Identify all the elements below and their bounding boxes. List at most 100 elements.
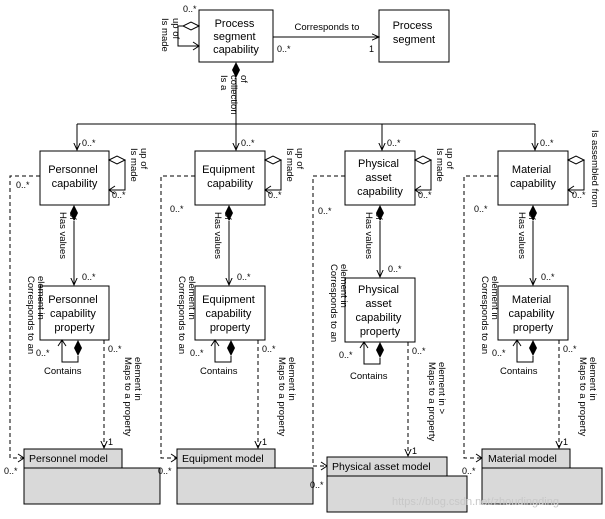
process-segment-capability-label: Process segment capability — [213, 18, 259, 56]
pac-corresponds-label: Corresponds to an element in — [328, 264, 349, 342]
svg-text:element in: element in — [587, 357, 598, 401]
pac-is-made-up-of-label: Is made up of — [434, 148, 455, 182]
pac-self-diamond — [413, 155, 433, 165]
physical-asset-capability-property-box — [344, 277, 416, 343]
svg-text:Maps to a property: Maps to a property — [577, 357, 588, 436]
mult-pc-pcp: 0..* — [82, 272, 96, 282]
mc-corresponds-line — [463, 175, 498, 459]
personnel-capability-property-box — [39, 285, 110, 341]
personnel-capability-property-label: Personnel capability property — [48, 294, 101, 334]
svg-text:Is made: Is made — [434, 148, 445, 182]
equipment-capability-property-box — [194, 285, 266, 341]
ec-self-diamond — [263, 155, 283, 165]
material-capability-box — [497, 150, 569, 206]
svg-text:Corresponds to an: Corresponds to an — [176, 276, 187, 354]
pcp-maps-to-label: Maps to a property element in — [122, 357, 143, 436]
mult-pcp-contains: 0..* — [36, 348, 50, 358]
mult-ec-ecp: 0..* — [237, 272, 251, 282]
mult-ec-model: 0..* — [158, 466, 172, 476]
ec-corresponds-label: Corresponds to an element in — [176, 276, 197, 354]
material-model-body — [481, 467, 603, 505]
svg-text:Maps to a property: Maps to a property — [426, 362, 437, 441]
watermark-text: https://blog.csdn.net/zhoudingding — [392, 496, 559, 508]
material-model-label: Material model — [488, 453, 557, 465]
mult-collection-ec: 0..* — [241, 138, 255, 148]
pac-self-arrowhead — [414, 185, 422, 195]
mult-pac-corresponds: 0..* — [318, 206, 332, 216]
svg-text:element in: element in — [132, 357, 143, 401]
svg-text:Has values: Has values — [363, 212, 374, 259]
pcp-contains-loop — [61, 340, 79, 363]
mult-mcp-maps: 0..* — [563, 344, 577, 354]
ecp-maps-to-label: Maps to a property element in — [276, 357, 297, 436]
svg-text:of: of — [238, 75, 249, 83]
svg-text:of: of — [373, 212, 384, 220]
mult-pac-pacp: 0..* — [388, 264, 402, 274]
mult-pc-corresponds: 0..* — [16, 180, 30, 190]
equipment-model-label: Equipment model — [182, 453, 264, 465]
mult-pacp-maps: 0..* — [412, 346, 426, 356]
mult-mc-corresponds: 0..* — [474, 204, 488, 214]
pacp-contains-loop — [363, 342, 381, 365]
svg-text:Is a: Is a — [218, 75, 229, 91]
pc-self-diamond — [107, 155, 127, 165]
mult-pc-self: 0..* — [112, 190, 126, 200]
mc-corresponds-label: Corresponds to an element in — [479, 276, 500, 354]
svg-text:Is assembled from: Is assembled from — [589, 130, 600, 208]
equipment-capability-box — [194, 150, 266, 206]
personnel-model-body — [23, 467, 161, 505]
ec-has-values-of-label: Has values of — [212, 212, 233, 259]
pc-is-made-up-of-label: Is made up of — [128, 148, 149, 182]
svg-text:of: of — [222, 212, 233, 220]
mult-pac-self: 0..* — [418, 190, 432, 200]
equipment-capability-label: Equipment capability — [202, 164, 258, 190]
mcp-contains-arrowhead — [512, 339, 522, 347]
pcp-contains-arrowhead — [57, 339, 67, 347]
process-segment-label: Process segment — [393, 20, 436, 46]
ecp-contains-diamond — [227, 340, 235, 356]
mult-mcp-contains: 0..* — [492, 348, 506, 358]
mcp-contains-label: Contains — [500, 366, 538, 377]
svg-text:Maps to a property: Maps to a property — [276, 357, 287, 436]
mult-psc-self: 0..* — [183, 4, 197, 14]
mult-pacp-maps-one: 1 — [412, 446, 417, 456]
material-capability-property-label: Material capability property — [509, 294, 558, 334]
svg-text:up of: up of — [294, 148, 305, 169]
personnel-model-label: Personnel model — [29, 453, 108, 465]
material-capability-property-box — [497, 285, 569, 341]
corresponds-to-label: Corresponds to — [295, 22, 360, 33]
mc-is-assembled-from-label: Is assembled from — [589, 130, 600, 208]
mult-collection-pc: 0..* — [82, 138, 96, 148]
svg-text:element in: element in — [35, 276, 46, 320]
mult-mcp-maps-one: 1 — [563, 437, 568, 447]
svg-text:Corresponds to an: Corresponds to an — [479, 276, 490, 354]
material-capability-label: Material capability — [510, 164, 556, 190]
pac-corresponds-line — [312, 175, 345, 467]
mult-ecp-maps-one: 1 — [262, 437, 267, 447]
pacp-maps-to-label: Maps to a property element in > — [426, 362, 447, 441]
ec-corresponds-line — [160, 175, 195, 459]
ecp-contains-label: Contains — [200, 366, 238, 377]
mult-mc-self: 0..* — [572, 190, 586, 200]
svg-text:Has values: Has values — [57, 212, 68, 259]
psc-self-arrowhead — [192, 41, 200, 51]
physical-asset-capability-property-label: Physical asset capability property — [356, 284, 405, 338]
svg-text:up of: up of — [138, 148, 149, 169]
mult-pcp-maps-one: 1 — [108, 437, 113, 447]
mult-mc-model: 0..* — [462, 466, 476, 476]
psc-self-aggregation-diamond — [181, 21, 201, 31]
mult-pcp-maps: 0..* — [108, 344, 122, 354]
pc-corresponds-label: Corresponds to an element in — [25, 276, 46, 354]
mc-self-arrowhead — [567, 185, 575, 195]
svg-text:element in: element in — [338, 264, 349, 308]
psc-composition-diamond — [232, 62, 240, 78]
mult-ecp-contains: 0..* — [190, 348, 204, 358]
svg-text:up of: up of — [170, 18, 181, 39]
svg-text:of: of — [67, 212, 78, 220]
svg-text:of: of — [526, 212, 537, 220]
mcp-contains-diamond — [529, 340, 537, 356]
process-segment-capability-box — [198, 9, 274, 63]
ec-self-arrowhead — [264, 185, 272, 195]
svg-text:Is made: Is made — [159, 18, 170, 52]
